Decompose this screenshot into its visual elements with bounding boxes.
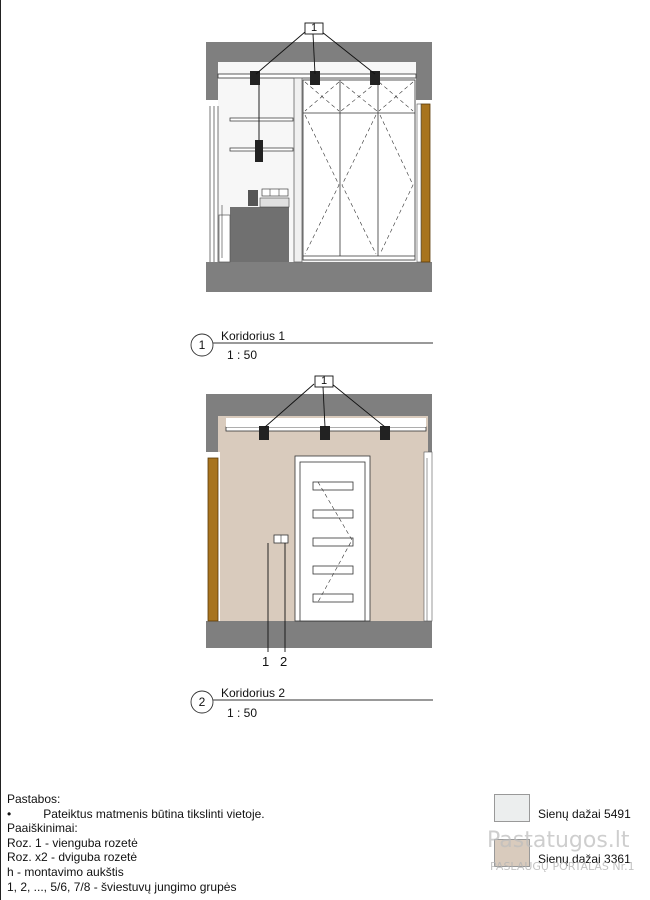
view-scale: 1 : 50 xyxy=(227,706,258,720)
notes-bullet-row: • Pateiktus matmenis būtina tikslinti vie… xyxy=(7,807,265,822)
elevation-koridorius-2 xyxy=(206,375,433,652)
view-number: 1 xyxy=(198,338,206,352)
paint-swatch-3361 xyxy=(494,839,530,867)
legend-line: Roz. 1 - vienguba rozetė xyxy=(7,835,138,850)
light-group-tag-label: 1 xyxy=(320,375,328,387)
track-light xyxy=(250,71,260,85)
paint-swatch-label: Sienų dažai 3361 xyxy=(538,852,631,866)
left-opening xyxy=(206,100,218,262)
track-light xyxy=(259,426,269,440)
socket-label-1: 1 xyxy=(262,654,270,669)
track-light xyxy=(380,426,390,440)
legend-line: h - montavimo aukštis xyxy=(7,864,124,879)
view-number: 2 xyxy=(198,695,206,709)
view-number-marker xyxy=(190,333,214,357)
view-number-marker xyxy=(190,690,214,714)
legend-line: Roz. x2 - dviguba rozetė xyxy=(7,850,138,865)
elevation-koridorius-1 xyxy=(206,22,432,292)
track-light xyxy=(370,71,380,85)
legend-heading: Paaiškinimai: xyxy=(7,821,78,836)
bullet-text: Pateiktus matmenis būtina tikslinti viet… xyxy=(43,806,265,821)
legend-line: 1, 2, ..., 5/6, 7/8 - šviestuvų jungimo … xyxy=(7,879,237,894)
track-light xyxy=(320,426,330,440)
view-title: Koridorius 2 xyxy=(221,686,286,700)
light-group-tag-label: 1 xyxy=(310,22,318,34)
pendant-lamp xyxy=(255,140,263,162)
watermark-subtext: PASLAUGŲ PORTALAS Nr.1 xyxy=(490,860,635,873)
paint-swatch-label: Sienų dažai 5491 xyxy=(538,807,631,821)
view-scale: 1 : 50 xyxy=(227,348,258,362)
wood-door-frame xyxy=(207,457,219,622)
notes-heading: Pastabos: xyxy=(7,792,61,806)
wardrobe xyxy=(302,79,416,261)
light-group-tag xyxy=(304,22,324,35)
paint-swatch-5491 xyxy=(494,794,530,822)
sheet-border xyxy=(0,0,1,900)
light-group-tag xyxy=(314,375,334,388)
desk xyxy=(230,207,289,262)
wood-door-frame xyxy=(420,103,431,263)
notes-block: Pastabos: • Pateiktus matmenis būtina tik… xyxy=(7,792,265,894)
bullet: • xyxy=(7,806,12,821)
socket-label-2: 2 xyxy=(280,654,288,669)
watermark-text: Pastatugos.lt xyxy=(487,828,630,853)
track-light xyxy=(310,71,320,85)
view-title: Koridorius 1 xyxy=(221,329,286,343)
